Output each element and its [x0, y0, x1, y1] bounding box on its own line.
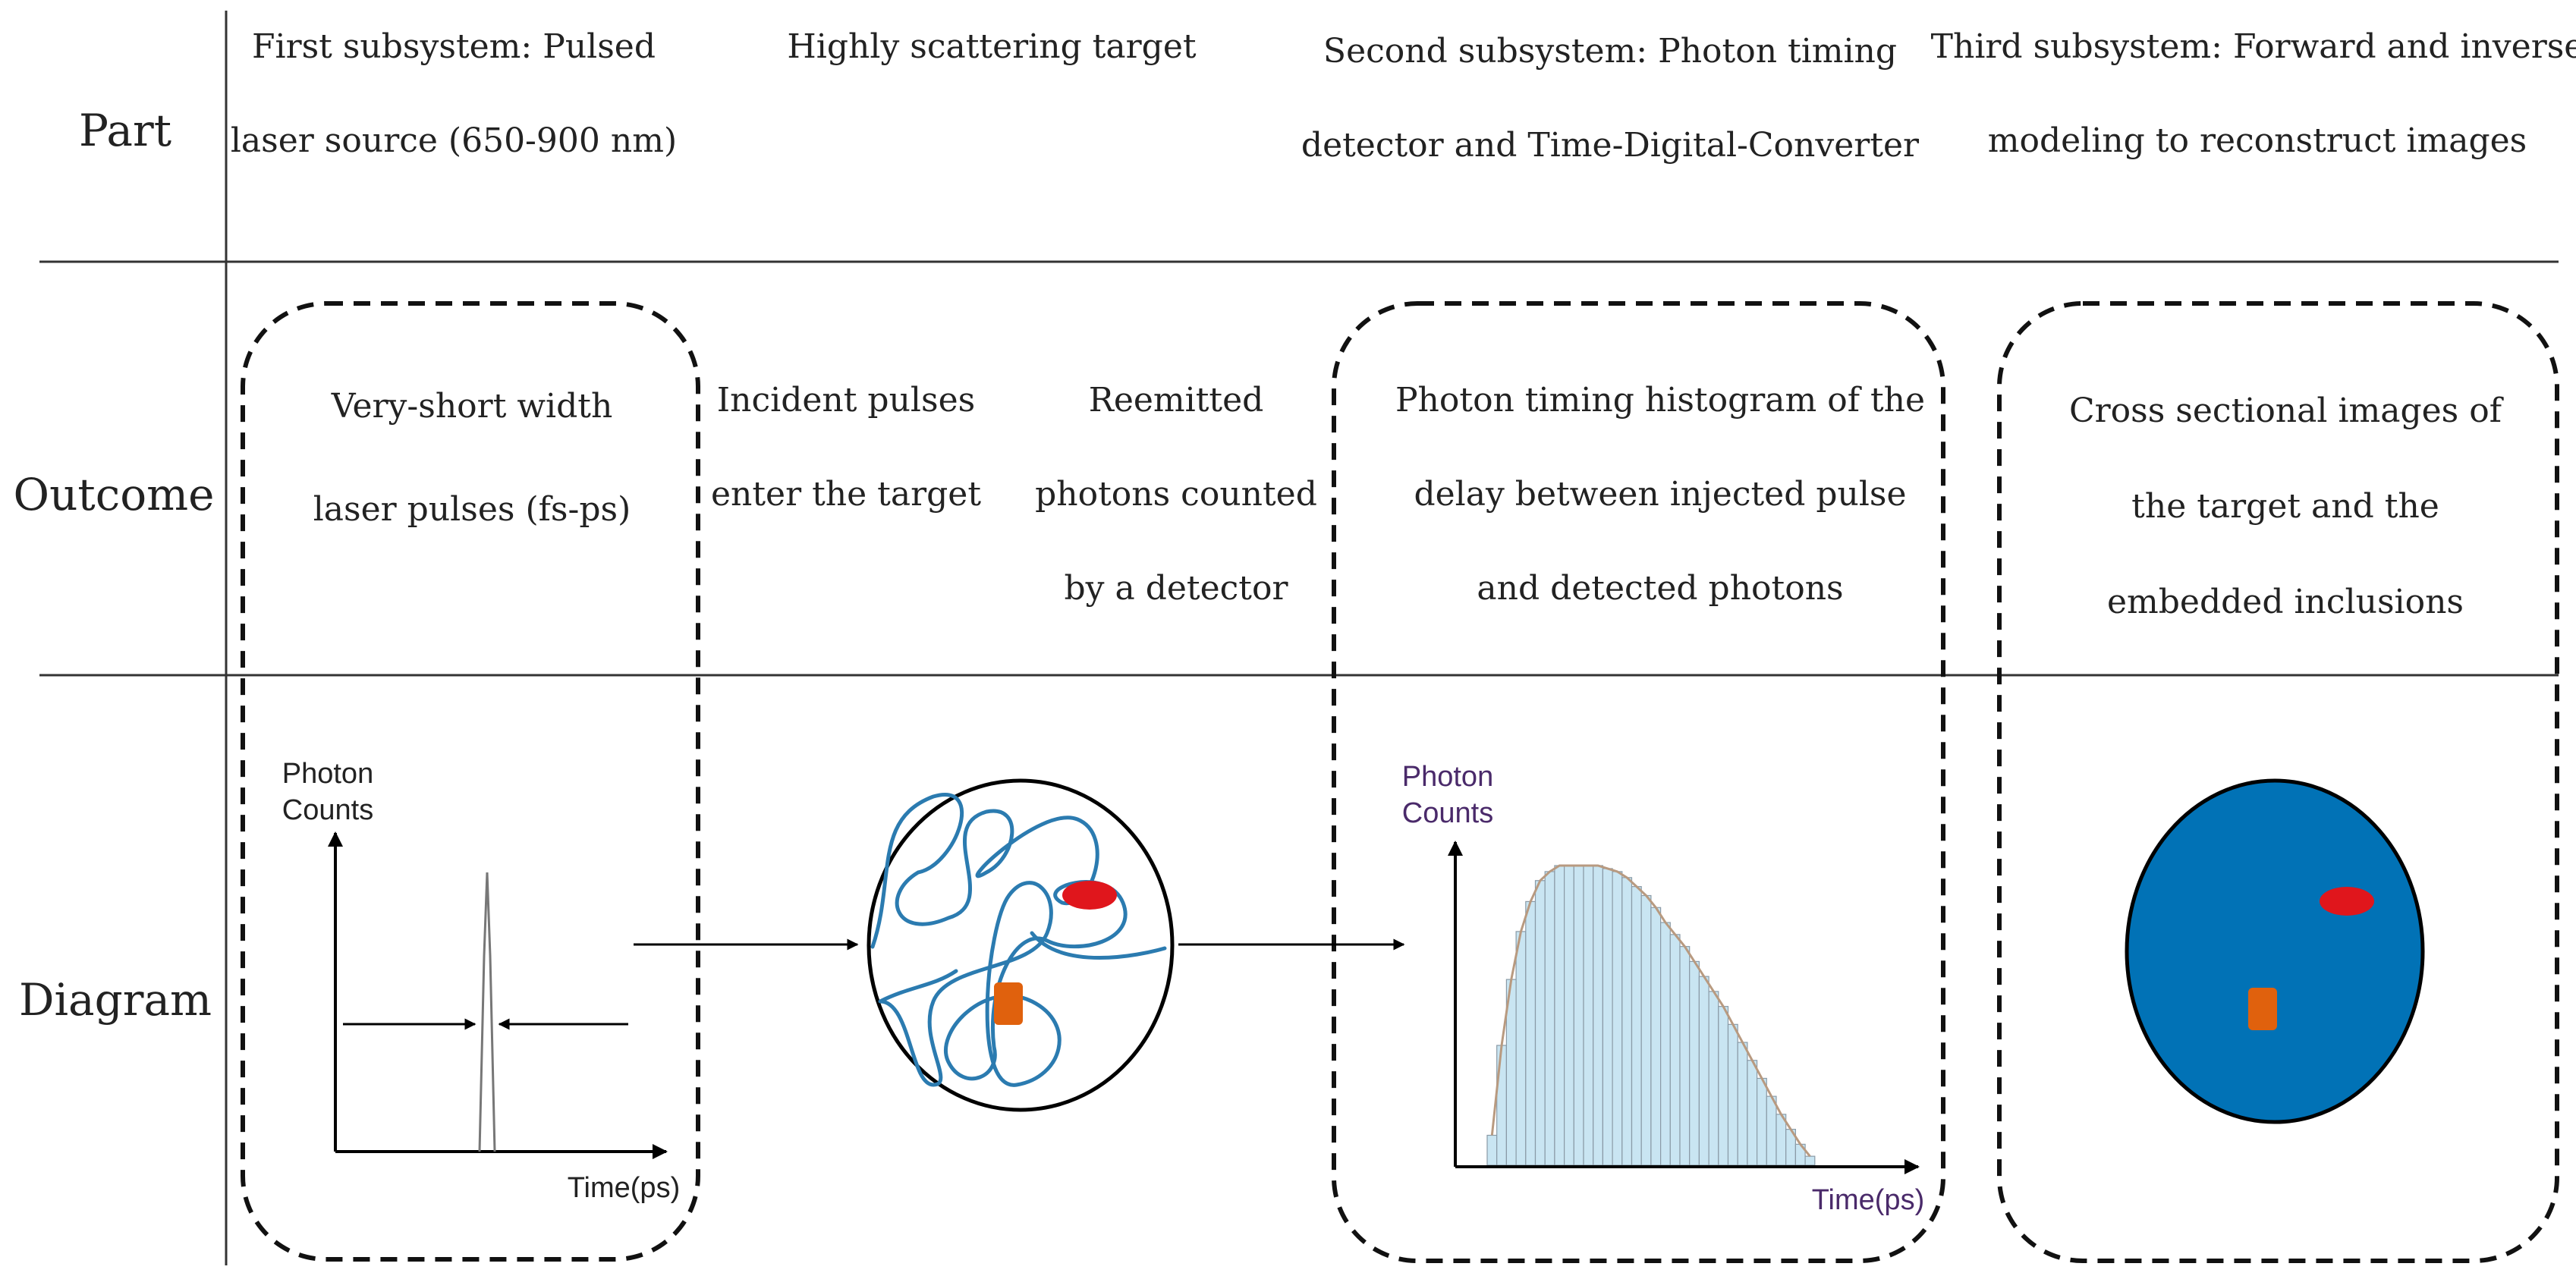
scattering-target [867, 778, 1175, 1112]
histogram-bar [1679, 946, 1691, 1166]
part-third-line-1: Third subsystem: Forward and inverse [1931, 27, 2576, 66]
histogram-bar [1650, 907, 1662, 1166]
histogram-bar [1766, 1095, 1777, 1166]
dashed-box-detector [1332, 301, 1945, 1263]
histogram-envelope [1490, 864, 1811, 1158]
histogram-bar [1631, 886, 1642, 1166]
part-first-subsystem: First subsystem: Pulsed laser source (65… [231, 27, 677, 160]
outcome-incident-line-2: enter the target [711, 475, 981, 514]
photon-scatter-paths [870, 793, 1167, 1087]
outcome-laser-pulses: Very-short width laser pulses (fs-ps) [313, 387, 631, 529]
histogram-bar [1486, 1134, 1498, 1166]
histogram-bar [1621, 877, 1633, 1166]
part-target-line-1: Highly scattering target [787, 27, 1196, 66]
target-inclusion-orange [994, 982, 1023, 1025]
laser-pulse-plot: Photon Counts Time(ps) [282, 758, 680, 1204]
outcome-incident-pulses: Incident pulses enter the target [711, 381, 981, 514]
row-label-diagram: Diagram [19, 974, 212, 1026]
histogram-bar [1708, 991, 1719, 1166]
outcome-images-line-2: the target and the [2131, 487, 2439, 526]
dashed-box-laser [241, 301, 700, 1262]
dashed-box-reconstruction [1997, 301, 2559, 1263]
outcome-images-line-1: Cross sectional images of [2069, 391, 2504, 430]
pulse-xlabel: Time(ps) [568, 1172, 680, 1204]
outcome-timing-histogram: Photon timing histogram of the delay bet… [1395, 381, 1925, 608]
outcome-reemitted-photons: Reemitted photons counted by a detector [1035, 381, 1317, 608]
timing-histogram-plot: Photon Counts Time(ps) [1402, 761, 1924, 1216]
histogram-bar [1612, 871, 1623, 1166]
outcome-cross-sectional-images: Cross sectional images of the target and… [2069, 391, 2504, 621]
part-third-subsystem: Third subsystem: Forward and inverse mod… [1931, 27, 2576, 160]
outcome-images-line-3: embedded inclusions [2107, 583, 2464, 621]
outcome-incident-line-1: Incident pulses [717, 381, 975, 420]
part-first-line-2: laser source (650-900 nm) [231, 121, 677, 160]
reconstructed-inclusion-red [2320, 887, 2374, 916]
histogram-bar [1698, 976, 1709, 1166]
row-label-outcome: Outcome [14, 469, 215, 520]
histogram-bar [1564, 865, 1574, 1166]
hist-ylabel-line-2: Counts [1402, 797, 1493, 829]
histogram-bar [1640, 894, 1652, 1166]
histogram-bar [1534, 880, 1546, 1166]
reconstructed-tissue [2125, 778, 2425, 1124]
reconstructed-inclusion-orange [2248, 988, 2277, 1030]
part-third-line-2: modeling to reconstruct images [1988, 121, 2527, 160]
histogram-bar [1689, 960, 1700, 1166]
histogram-bar [1554, 865, 1565, 1166]
part-second-line-1: Second subsystem: Photon timing [1323, 32, 1897, 71]
histogram-bar [1669, 934, 1681, 1166]
reconstructed-image [2125, 778, 2425, 1124]
hist-xlabel: Time(ps) [1812, 1184, 1924, 1216]
outcome-reemitted-line-2: photons counted [1035, 475, 1317, 514]
outcome-histogram-line-2: delay between injected pulse [1414, 475, 1906, 514]
histogram-bar [1718, 1006, 1729, 1166]
hist-ylabel-line-1: Photon [1402, 761, 1493, 793]
target-inclusion-red [1062, 881, 1117, 910]
histogram-bar [1515, 931, 1527, 1166]
histogram-bar [1593, 865, 1603, 1166]
histogram-bar [1573, 865, 1584, 1166]
histogram-bar [1583, 865, 1594, 1166]
histogram-bar [1525, 900, 1536, 1166]
outcome-reemitted-line-3: by a detector [1064, 569, 1288, 608]
histogram-bar [1737, 1042, 1748, 1166]
outcome-histogram-line-3: and detected photons [1477, 569, 1843, 608]
histogram-bar [1804, 1155, 1816, 1166]
row-label-part: Part [79, 105, 171, 156]
histogram-bar [1602, 868, 1613, 1166]
part-second-line-2: detector and Time-Digital-Converter [1301, 126, 1920, 165]
outcome-laser-line-2: laser pulses (fs-ps) [313, 490, 631, 529]
pulse-ylabel-line-1: Photon [282, 758, 373, 790]
histogram-bar [1727, 1023, 1738, 1166]
part-second-subsystem: Second subsystem: Photon timing detector… [1301, 32, 1920, 165]
part-first-line-1: First subsystem: Pulsed [252, 27, 656, 66]
outcome-reemitted-line-1: Reemitted [1089, 381, 1264, 420]
outcome-laser-line-1: Very-short width [331, 387, 613, 426]
histogram-bar [1660, 922, 1671, 1166]
pulse-peak [478, 872, 496, 1152]
outcome-histogram-line-1: Photon timing histogram of the [1395, 381, 1925, 420]
histogram-bar [1544, 871, 1555, 1166]
part-target: Highly scattering target [787, 27, 1196, 66]
histogram-bar [1496, 1045, 1507, 1166]
histogram-bar [1757, 1077, 1767, 1166]
histogram-bars [1486, 865, 1816, 1166]
pulse-ylabel-line-2: Counts [282, 794, 373, 826]
histogram-bar [1747, 1060, 1758, 1166]
histogram-bar [1776, 1114, 1787, 1166]
